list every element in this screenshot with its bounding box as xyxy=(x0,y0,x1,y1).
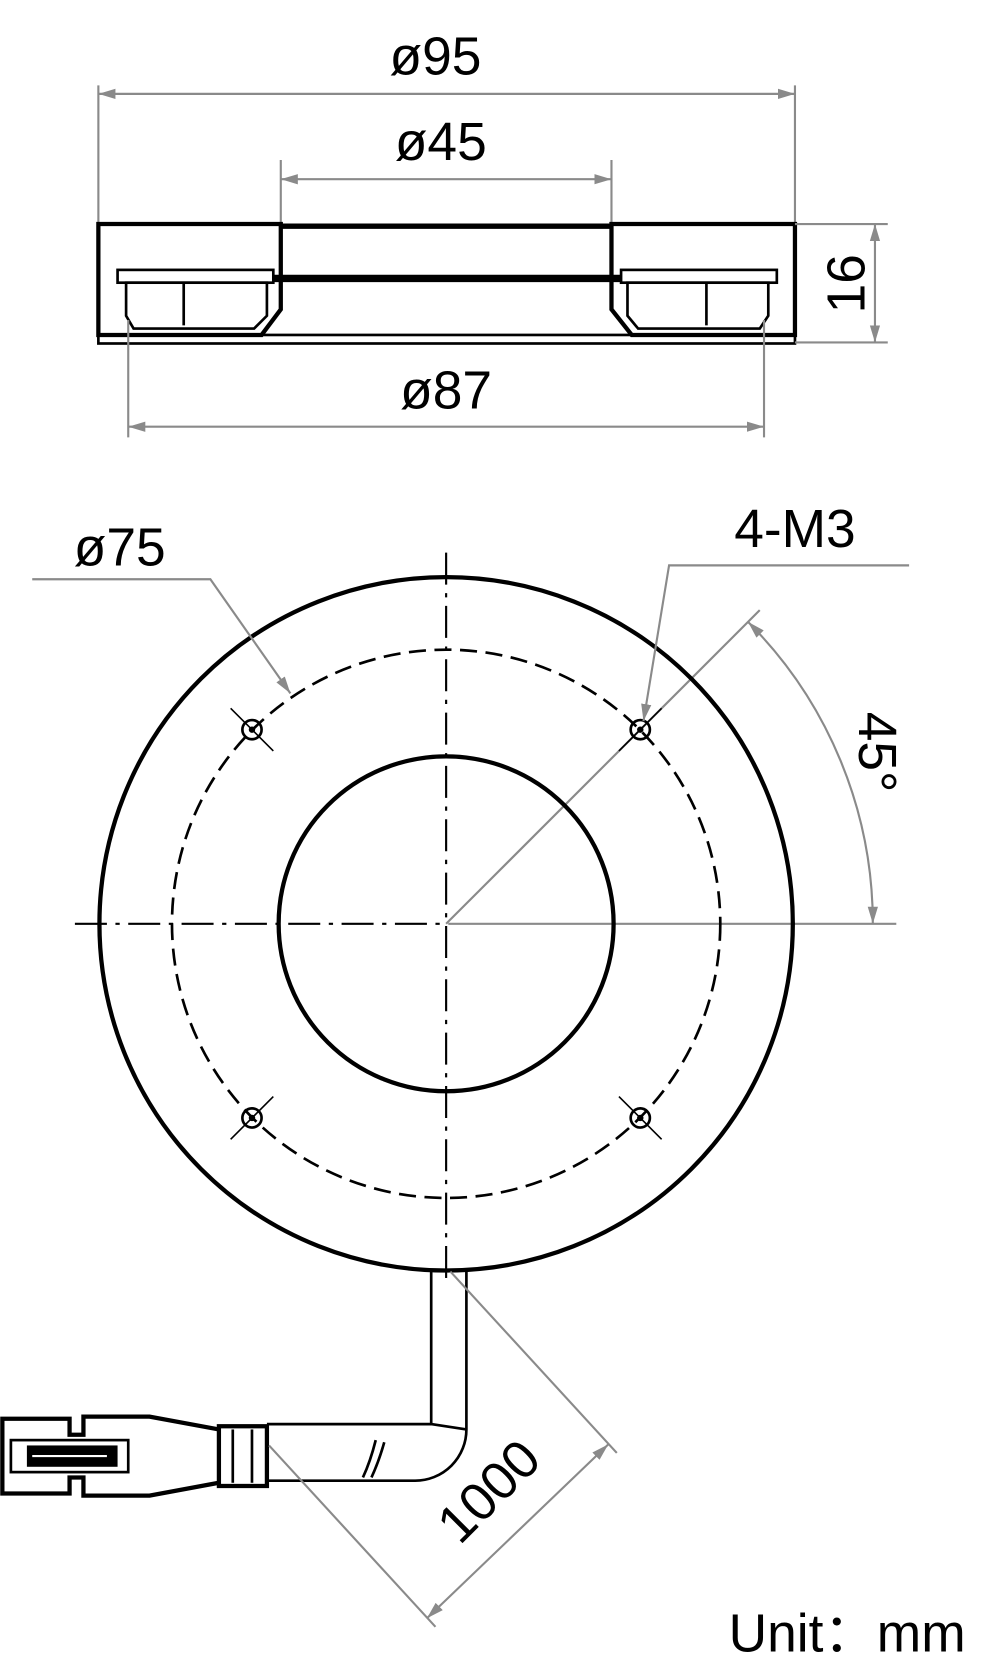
plan-view: ø75 4-M3 45° xyxy=(32,500,910,1281)
dim-bottom-diameter: ø87 xyxy=(400,362,492,421)
label-holes: 4-M3 xyxy=(734,500,856,559)
dim-height: 16 xyxy=(817,254,876,313)
hole-circle xyxy=(170,648,722,1200)
label-hole-circle: ø75 xyxy=(74,518,166,577)
connector xyxy=(0,1414,270,1498)
outer-ring xyxy=(97,574,795,1273)
cable xyxy=(266,1269,468,1482)
label-angle: 45° xyxy=(847,712,906,793)
label-cable-length: 1000 xyxy=(426,1429,552,1555)
inner-bore xyxy=(276,754,616,1094)
mounting-holes xyxy=(230,707,663,1140)
unit-label: Unit：mm xyxy=(729,1604,966,1663)
cable-length-dimension: 1000 xyxy=(268,1270,618,1628)
dim-outer-diameter: ø95 xyxy=(390,28,482,87)
section-view: ø95 ø45 16 ø87 xyxy=(96,28,888,438)
dim-inner-diameter: ø45 xyxy=(395,113,487,172)
